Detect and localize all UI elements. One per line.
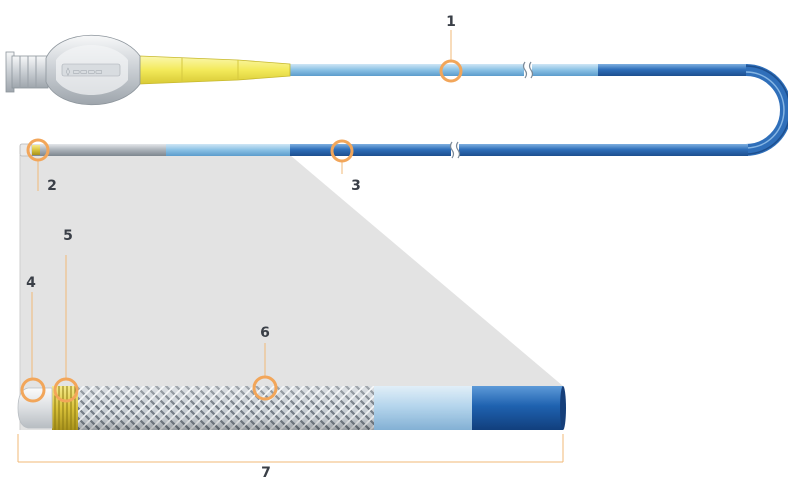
callout-ring-6	[252, 375, 278, 401]
callout-ring-3	[330, 139, 354, 163]
callout-ring-4	[20, 377, 46, 403]
callout-number-6: 6	[260, 325, 270, 341]
luer-hub: ◊ ▭▭▭▭	[5, 34, 141, 106]
lower-shaft-distal	[24, 144, 166, 156]
strain-relief	[139, 55, 291, 85]
upper-shaft-dark	[598, 64, 748, 76]
zoom-panel	[20, 155, 563, 430]
length-bracket	[17, 434, 564, 463]
shaft-break-upper	[522, 61, 534, 79]
callout-number-5: 5	[63, 228, 73, 244]
zoomed-catheter	[17, 386, 566, 430]
zoom-inner-sheath	[372, 386, 472, 430]
catheter-bend	[745, 64, 788, 156]
upper-shaft-light	[288, 64, 600, 76]
distal-coil-small	[32, 145, 40, 155]
leader-lines	[31, 30, 452, 378]
callout-number-2: 2	[47, 178, 57, 194]
callout-number-1: 1	[446, 14, 456, 30]
svg-text:◊ ▭▭▭▭: ◊ ▭▭▭▭	[66, 67, 103, 76]
lower-shaft-light	[165, 144, 290, 156]
zoom-outer-sheath	[470, 386, 563, 430]
callout-ring-5	[53, 377, 79, 403]
callout-number-4: 4	[26, 275, 36, 291]
shaft-break-lower	[449, 141, 461, 159]
lower-shaft-dark	[288, 144, 748, 156]
callout-rings	[20, 59, 463, 403]
callout-number-3: 3	[351, 178, 361, 194]
callout-number-7: 7	[261, 465, 271, 481]
callout-ring-2	[26, 138, 50, 162]
callout-ring-1	[439, 59, 463, 83]
